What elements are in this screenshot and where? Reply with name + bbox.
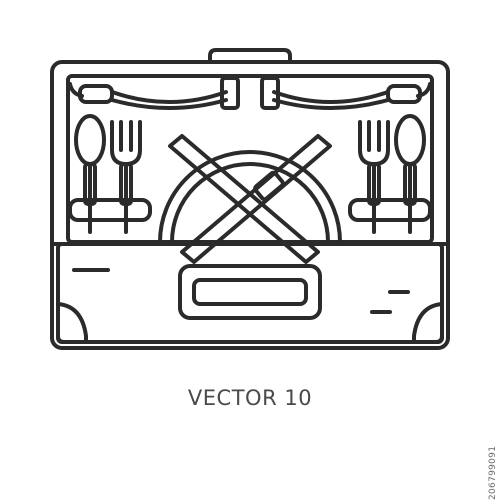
spoon-icon bbox=[394, 114, 426, 166]
cutlery-holder-right bbox=[348, 198, 432, 222]
cutlery-holder-left bbox=[68, 198, 152, 222]
fork-icon bbox=[358, 120, 390, 166]
caption-label: VECTOR 10 bbox=[187, 386, 313, 410]
strap-icon bbox=[168, 134, 332, 264]
plate-icon bbox=[158, 150, 342, 244]
handle-icon bbox=[178, 264, 322, 320]
top-handle bbox=[208, 48, 292, 64]
right-cutlery bbox=[348, 114, 432, 234]
top-strap bbox=[110, 90, 228, 104]
strap-clip-left bbox=[220, 76, 240, 110]
left-cutlery bbox=[68, 114, 152, 234]
fork-icon bbox=[110, 120, 142, 166]
strap-clip-right bbox=[260, 76, 280, 110]
stock-id-label: 206799091 bbox=[488, 445, 498, 500]
case-outer bbox=[50, 60, 450, 350]
corner-bottom-left bbox=[56, 302, 88, 344]
corner-bottom-right bbox=[412, 302, 444, 344]
spoon-icon bbox=[74, 114, 106, 166]
case-bottom-panel bbox=[56, 242, 444, 344]
